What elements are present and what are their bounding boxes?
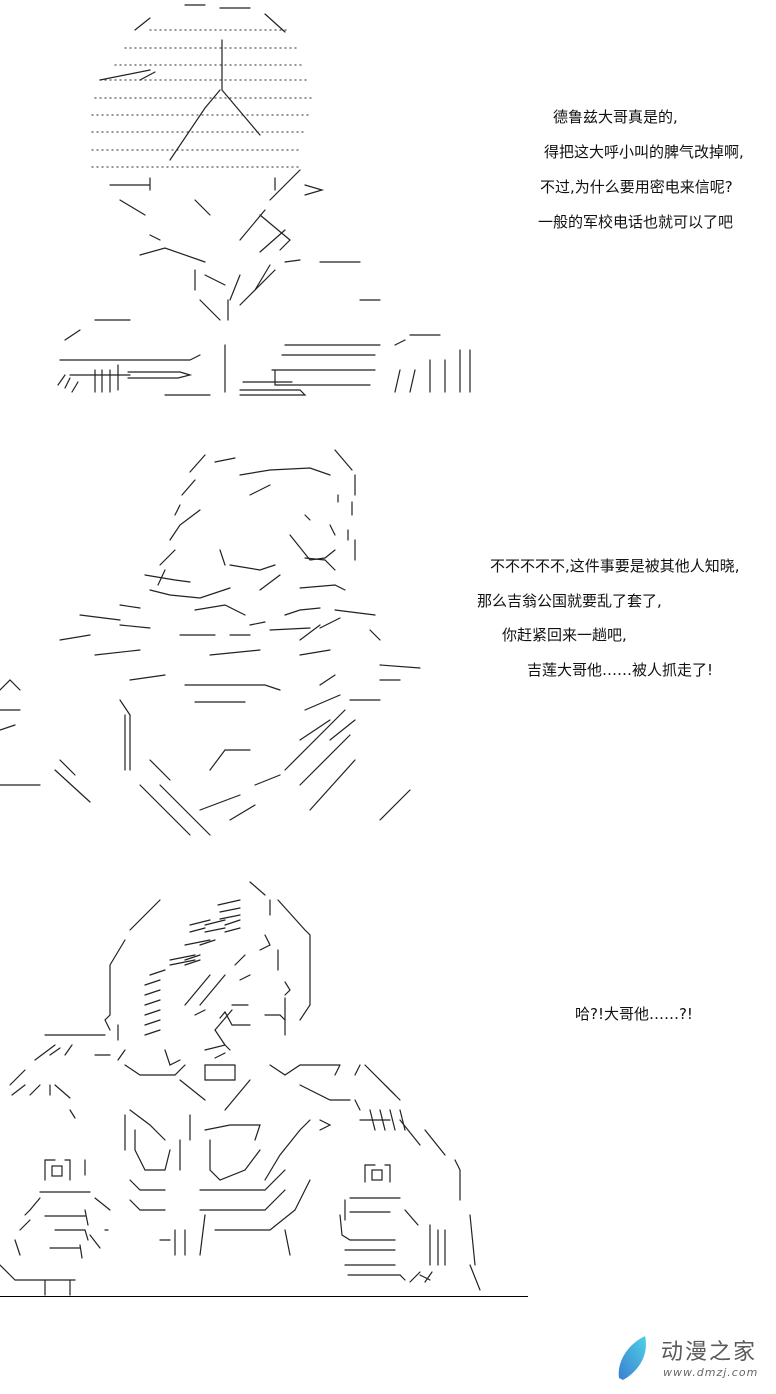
dialogue-line: 不过,为什么要用密电来信呢?: [540, 178, 733, 196]
dialogue-line: 你赶紧回来一趟吧,: [502, 626, 627, 644]
feather-logo-icon: [615, 1332, 651, 1382]
dialogue-line: 吉莲大哥他……被人抓走了!: [527, 661, 714, 679]
dmzj-watermark: 动漫之家 www.dmzj.com: [615, 1328, 775, 1388]
dialogue-line: 不不不不不,这件事要是被其他人知晓,: [490, 557, 740, 575]
watermark-title: 动漫之家: [661, 1340, 758, 1365]
panel-2: 不不不不不,这件事要是被其他人知晓, 那么吉翁公国就要乱了套了, 你赶紧回来一趟…: [0, 440, 776, 840]
panel-3: 哈?!大哥他……?!: [0, 870, 776, 1300]
shocked-man-ascii-art: [0, 870, 530, 1300]
officer-ascii-art: [0, 0, 500, 400]
dialogue-line: 那么吉翁公国就要乱了套了,: [477, 592, 662, 610]
panel-baseline-rule: [0, 1296, 528, 1297]
panel-1: 德鲁兹大哥真是的, 得把这大呼小叫的脾气改掉啊, 不过,为什么要用密电来信呢? …: [0, 0, 776, 400]
watermark-url: www.dmzj.com: [663, 1366, 759, 1379]
dialogue-line: 得把这大呼小叫的脾气改掉啊,: [544, 143, 744, 161]
long-haired-man-ascii-art: [0, 440, 480, 840]
dialogue-line: 哈?!大哥他……?!: [575, 1005, 693, 1023]
dialogue-line: 德鲁兹大哥真是的,: [553, 108, 678, 126]
dialogue-line: 一般的军校电话也就可以了吧: [538, 213, 734, 231]
